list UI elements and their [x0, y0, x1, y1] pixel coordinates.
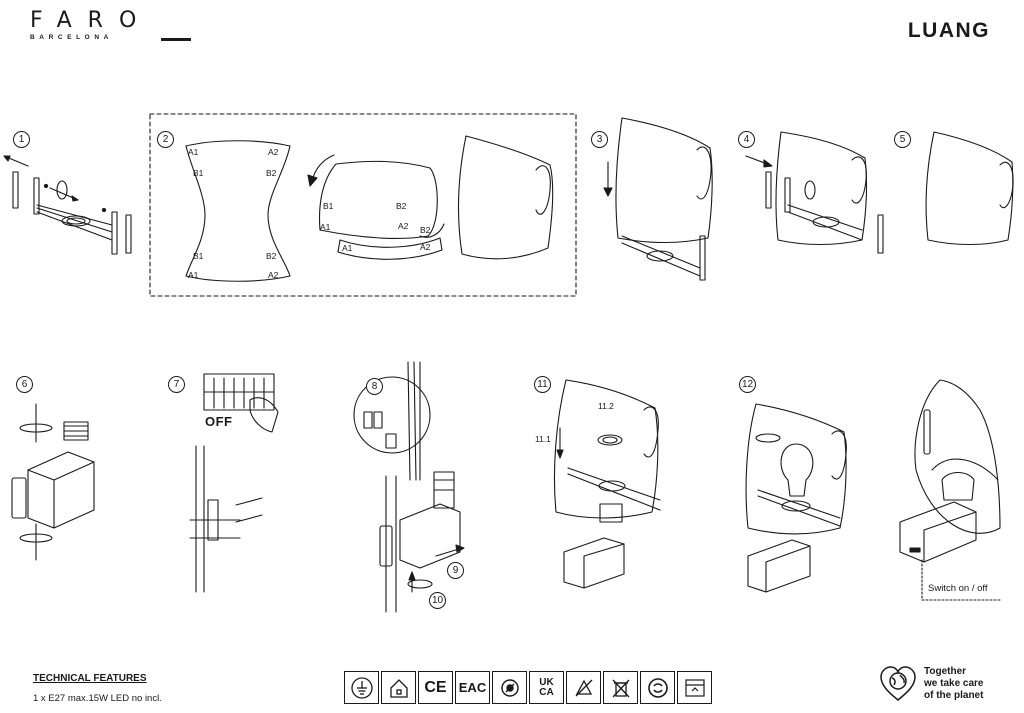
step-number-9: 9 [447, 562, 464, 579]
label-a1-top: A1 [188, 147, 199, 157]
step11-box [563, 537, 625, 589]
earth-icon [344, 671, 379, 704]
label-11-1: 11.1 [535, 434, 551, 444]
step5-shade [925, 131, 1014, 246]
final-box [899, 501, 977, 563]
step11-shade-overlap [643, 406, 659, 458]
bin-icon [603, 671, 638, 704]
step-number-10: 10 [429, 592, 446, 609]
planet-badge: Together we take care of the planet [878, 664, 984, 704]
wall-plate [11, 477, 27, 519]
rotate-arrow-right [419, 223, 445, 238]
curved-shade-top [319, 160, 438, 239]
brand-logo: FARO BARCELONA [30, 8, 191, 41]
ring-nut [597, 434, 623, 446]
final-shade [914, 379, 1001, 534]
logo-bar [161, 38, 191, 41]
step-number-4: 4 [738, 131, 755, 148]
final-bulb-holder [941, 471, 975, 501]
brand-name: FARO [30, 8, 153, 33]
ce-mark: CE [418, 671, 453, 704]
label-b1-bottom: B1 [193, 251, 204, 261]
step3-shade-overlap [696, 146, 712, 200]
hand-switch [249, 397, 279, 433]
step11-shade [553, 379, 659, 519]
curved-shade-bottom [337, 237, 443, 260]
light-bulb [780, 443, 814, 497]
heart-earth-icon [880, 666, 916, 701]
step-number-1: 1 [13, 131, 30, 148]
flat-shade [185, 140, 291, 282]
step-number-11: 11 [534, 376, 551, 393]
label-a1-bottom: A1 [188, 270, 199, 280]
label-b2-edge: B2 [420, 225, 431, 235]
label-b2-bottom: B2 [266, 251, 277, 261]
weee-icon [566, 671, 601, 704]
step12-box [747, 539, 811, 593]
step-number-3: 3 [591, 131, 608, 148]
label-a2-top: A2 [268, 147, 279, 157]
planet-line-3: of the planet [924, 690, 984, 701]
step-number-5: 5 [894, 131, 911, 148]
recycle-box-icon [677, 671, 712, 704]
step5-shade-overlap [999, 161, 1014, 209]
rohs-icon [492, 671, 527, 704]
step8-box [399, 503, 461, 569]
step-number-6: 6 [16, 376, 33, 393]
step1-bracket-drawing [3, 155, 132, 255]
planet-line-2: we take care [924, 678, 984, 689]
shade-overlap [535, 165, 551, 215]
rolled-shade [457, 135, 554, 260]
technical-spec: 1 x E27 max.15W LED no incl. [33, 693, 162, 704]
label-11-2: 11.2 [598, 401, 614, 411]
ukca-top: UK [539, 676, 554, 688]
final-shade-inner [931, 458, 999, 481]
label-a2-lower: A2 [420, 242, 431, 252]
recycle-icon [640, 671, 675, 704]
brand-subtitle: BARCELONA [30, 34, 113, 41]
step-number-12: 12 [739, 376, 756, 393]
step3-shade [615, 117, 713, 244]
step2-frame [149, 113, 577, 297]
ukca-mark: UK CA [529, 671, 564, 704]
label-b2-top: B2 [266, 168, 277, 178]
detail-circle [353, 376, 431, 454]
off-label: OFF [205, 414, 233, 429]
technical-features-title: TECHNICAL FEATURES [33, 673, 147, 684]
step-number-2: 2 [157, 131, 174, 148]
certification-icons: CE EAC UK CA [344, 671, 712, 704]
ukca-bottom: CA [539, 686, 554, 698]
step-number-7: 7 [168, 376, 185, 393]
step-number-8: 8 [366, 378, 383, 395]
product-name: LUANG [907, 19, 990, 42]
class-icon [381, 671, 416, 704]
planet-line-1: Together [924, 666, 967, 677]
label-b2-curved: B2 [396, 201, 407, 211]
label-a2-curved: A2 [398, 221, 409, 231]
label-a2-bottom: A2 [268, 270, 279, 280]
label-a1-curved: A1 [320, 222, 331, 232]
step6-box [27, 451, 95, 529]
label-a1-lower: A1 [342, 243, 353, 253]
eac-mark: EAC [455, 671, 490, 704]
label-b1-curved: B1 [323, 201, 334, 211]
step4-shade-overlap [851, 156, 867, 204]
step12-shade [745, 403, 847, 535]
switch-label: Switch on / off [928, 583, 988, 594]
step12-shade-overlap [831, 430, 847, 480]
label-b1-top: B1 [193, 168, 204, 178]
